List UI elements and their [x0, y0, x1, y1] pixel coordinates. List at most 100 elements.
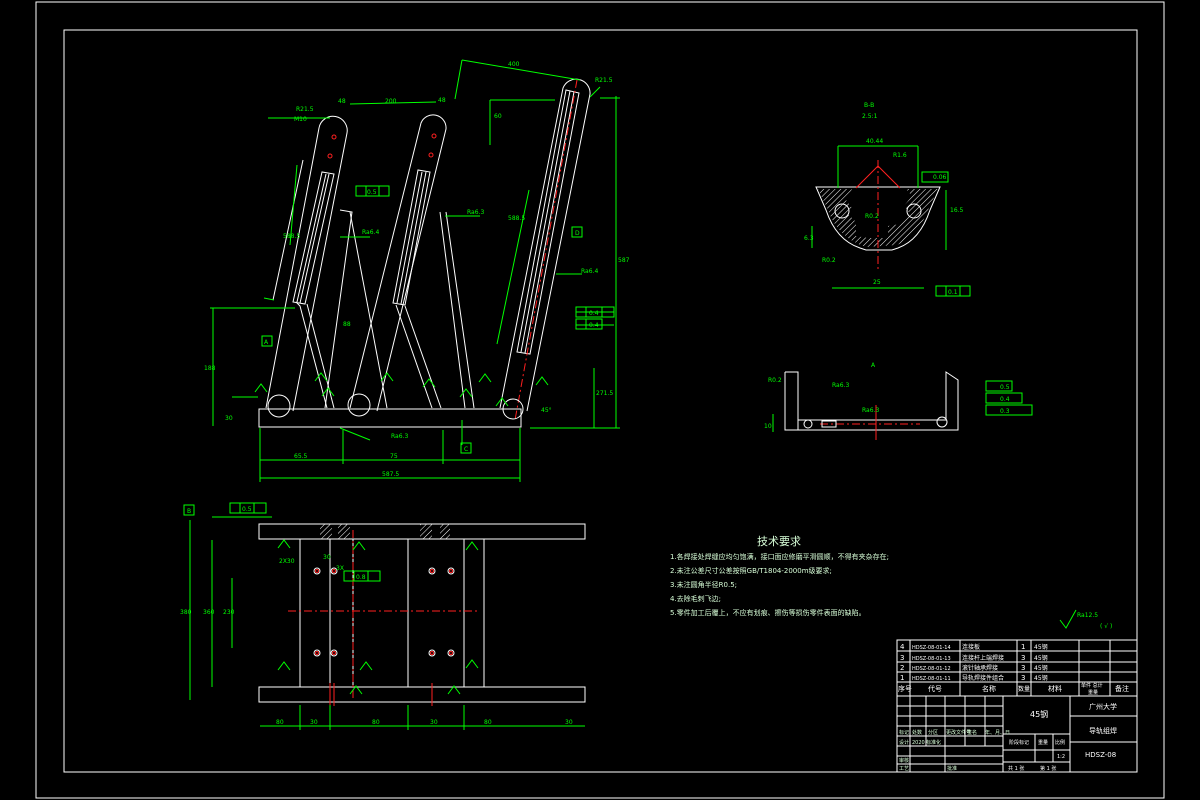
bom-table: 4 HDSZ-08-01-14 连接板 1 45钢 3 HDSZ-08-01-1… [896, 639, 1138, 697]
roughness-3: Ra6.4 [581, 268, 598, 275]
svg-text:0.4: 0.4 [589, 322, 599, 329]
plan-dim-80c: 80 [484, 719, 492, 726]
detail-label: A [871, 362, 876, 369]
tb-row-docno: 更改文件号 [946, 729, 971, 736]
dim-75: 75 [390, 453, 398, 460]
base-plate [258, 408, 522, 428]
rail-left [265, 115, 348, 418]
section-bb: B-B 2.5:1 40.44 R1.6 0.06 R0.2 16.5 6.3 … [804, 102, 971, 297]
bom-r2-qty: 3 [1021, 654, 1025, 662]
dim-r21-right: R21.5 [595, 77, 613, 84]
tolerance-frame-1: 0.5 [355, 185, 390, 197]
tech-item-2: 2.未注公差尺寸公差按照GB/T1804-2000m级要求; [670, 566, 832, 575]
bom-r4-qty: 3 [1021, 674, 1025, 682]
side-ra63b: Ra6.3 [862, 407, 879, 414]
plan-dim-3x: 3X [336, 565, 344, 572]
dim-48b: 48 [438, 97, 446, 104]
bom-r1-qty: 1 [1021, 643, 1025, 651]
braces [295, 209, 475, 409]
bom-h-qty: 数量 [1018, 685, 1030, 693]
dim-30: 30 [225, 415, 233, 422]
tb-company: 广州大学 [1089, 702, 1117, 711]
rail-right [499, 78, 591, 421]
sec-dim-r02b: R0.2 [822, 257, 836, 264]
tech-title: 技术要求 [757, 535, 801, 548]
bom-h-unit: 单件 总计 [1081, 682, 1103, 689]
datum-a: A [261, 335, 273, 347]
tech-item-5: 5.零件加工后覆上，不应有划痕、擦伤等损伤零件表面的缺陷。 [670, 608, 866, 617]
bom-r1-no: 4 [900, 643, 905, 651]
roughness-4: Ra6.3 [391, 433, 408, 440]
bom-r2-mat: 45钢 [1034, 654, 1048, 662]
roughness-note: Ra12.5 [1077, 612, 1098, 619]
bom-h-code: 代号 [928, 684, 942, 693]
section-title: B-B [864, 102, 874, 109]
bom-h-mat: 材料 [1048, 684, 1062, 693]
bom-r2-no: 3 [900, 654, 904, 662]
tech-item-3: 3.未注圆角半径R0.5; [670, 580, 737, 589]
svg-text:0.5: 0.5 [367, 189, 377, 196]
sec-dim-165: 16.5 [950, 207, 964, 214]
sec-dim-006: 0.06 [933, 174, 947, 181]
weld-symbols-front [254, 372, 549, 407]
plan-dim-30a: 30 [323, 554, 331, 561]
dim-188: 188 [204, 365, 216, 372]
plan-dim-30b: 30 [310, 719, 318, 726]
title-block: 标记 处数 分区 更改文件号 签名 年、月、日 设计 标准化 审核 工艺 批准 … [896, 695, 1138, 773]
plan-tol-frame-mid: 0.8 [343, 570, 381, 582]
roughness-1: Ra6.4 [362, 229, 379, 236]
side-r02: R0.2 [768, 377, 782, 384]
outer-border [35, 1, 1165, 799]
dim-45deg: 45° [541, 407, 552, 414]
tech-requirements: 技术要求 1.各焊接处焊缝应均匀饱满，接口面应修磨平滑圆顺，不得有夹杂存在; 2… [670, 535, 1112, 630]
plan-dim-2x30: 2X30 [279, 558, 295, 565]
bom-r4-name: 导轨焊接件组合 [962, 674, 1004, 682]
datum-d: D [571, 226, 583, 238]
svg-text:0.8: 0.8 [356, 574, 366, 581]
section-scale: 2.5:1 [862, 113, 878, 120]
bom-r3-no: 2 [900, 664, 904, 672]
dim-587: 587 [618, 257, 630, 264]
bom-r3-mat: 45钢 [1034, 664, 1048, 672]
plan-view: B 0.5 0.8 30 2X30 3X 380 360 230 80 30 8… [180, 502, 586, 730]
weld-symbols-plan [277, 539, 479, 695]
bom-r1-code: HDSZ-08-01-14 [912, 645, 951, 651]
plan-tol-frame-top: 0.5 [229, 502, 267, 514]
tech-item-1: 1.各焊接处焊缝应均匀饱满，接口面应修磨平滑圆顺，不得有夹杂存在; [670, 552, 889, 561]
sec-tol-frame: 0.1 [935, 285, 971, 297]
sec-dim-r16: R1.6 [893, 152, 907, 159]
bom-r2-code: HDSZ-08-01-13 [912, 656, 951, 662]
dim-588-left: 588.5 [283, 233, 300, 240]
front-view: 48 200 48 400 R21.5 R21.5 M10 60 588.5 5… [204, 59, 630, 482]
side-ra63a: Ra6.3 [832, 382, 849, 389]
bom-r1-name: 连接板 [962, 643, 980, 651]
bom-h-no: 序号 [898, 684, 912, 693]
tb-part-name: 导轨组焊 [1089, 726, 1117, 735]
plan-dim-80b: 80 [372, 719, 380, 726]
tolerance-frame-3: 0.4 [575, 318, 603, 330]
side-10: 10 [764, 423, 772, 430]
svg-text:0.4: 0.4 [1000, 396, 1010, 403]
plan-datum-b: B [183, 504, 195, 516]
tb-drawing-no: HDSZ-08 [1085, 751, 1116, 759]
bom-r3-name: 滚针轴承焊接 [962, 664, 998, 672]
tb-sheet: 共 1 张 [1008, 765, 1024, 772]
tb-check: 审核 [899, 757, 909, 764]
bom-r4-mat: 45钢 [1034, 674, 1048, 682]
tb-scale-val: 1:2 [1057, 754, 1065, 760]
svg-text:A: A [264, 339, 269, 346]
tb-material: 45钢 [1030, 709, 1048, 719]
plan-dim-30d: 30 [565, 719, 573, 726]
side-tol-frames: 0.5 0.4 0.3 [985, 380, 1033, 416]
bom-h-remark: 备注 [1115, 684, 1129, 693]
dim-587-bottom: 587.5 [382, 471, 399, 478]
dimensions-front [210, 59, 620, 482]
tb-approve: 批准 [947, 765, 957, 772]
dim-m10: M10 [294, 116, 307, 123]
tb-sheet2: 第 1 张 [1040, 765, 1056, 772]
svg-text:0.1: 0.1 [948, 289, 958, 296]
roughness-paren: ( √ ) [1100, 623, 1112, 630]
dim-588-right: 588.5 [508, 215, 525, 222]
dim-271: 271.5 [596, 390, 613, 397]
datum-c: C [460, 442, 472, 454]
